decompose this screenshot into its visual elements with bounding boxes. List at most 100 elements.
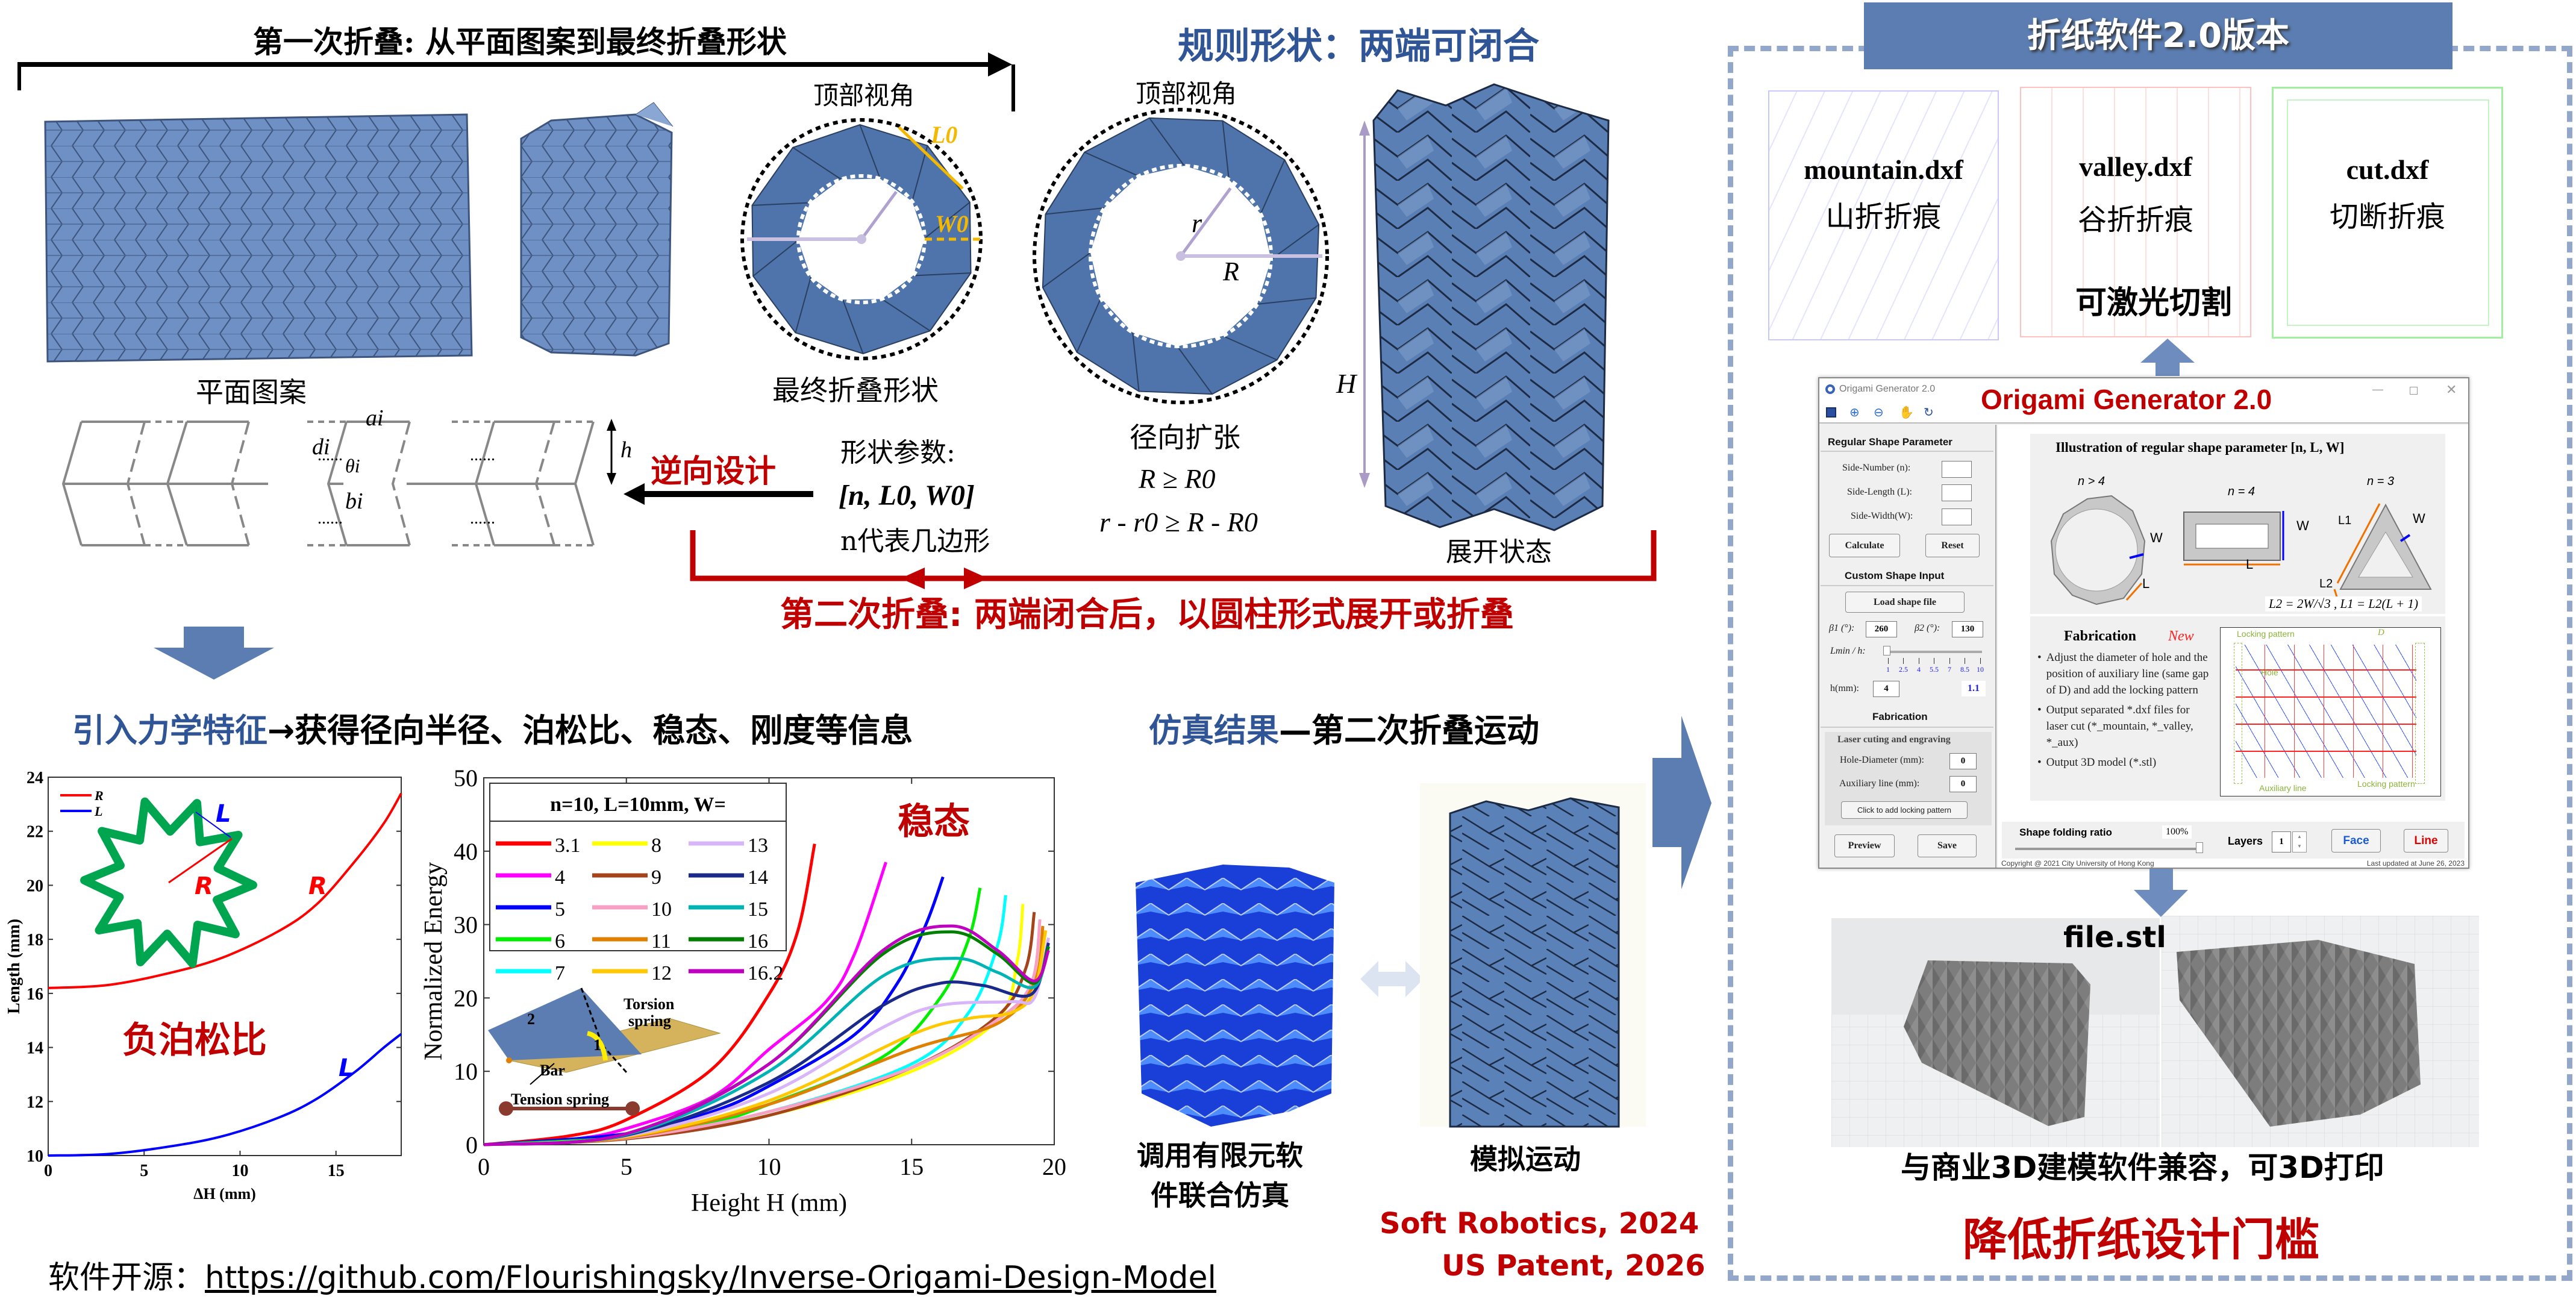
legend-label-w16: 16 [748, 930, 768, 953]
zoom-in-icon[interactable]: ⊕ [1849, 406, 1860, 419]
load-shape-button[interactable]: Load shape file [1845, 592, 1965, 613]
hole-diameter-input[interactable]: 0 [1949, 753, 1977, 769]
ring-crease [1076, 298, 1102, 353]
calculate-button[interactable]: Calculate [1829, 534, 1900, 557]
shape-params-title: 形状参数: [840, 437, 955, 468]
inequality-2: r - r0 ≥ R - R0 [1099, 507, 1258, 537]
layers-label: Layers [2228, 835, 2263, 847]
face-button[interactable]: Face [2331, 829, 2381, 853]
line-button[interactable]: Line [2404, 829, 2448, 853]
hole-label: Hole [2261, 668, 2278, 677]
slogan: 降低折纸设计门槛 [1963, 1214, 2319, 1266]
y-tick-label: 22 [27, 823, 43, 842]
ring-crease [752, 239, 799, 277]
fabrication-title: Fabrication [2064, 628, 2136, 644]
reset-button[interactable]: Reset [1925, 534, 1980, 557]
motion-simulation-image [1420, 783, 1646, 1128]
save-button[interactable]: Save [1918, 834, 1977, 857]
inset-label-spring: spring [628, 1012, 671, 1030]
series-line-w3.1 [483, 843, 816, 1147]
lmin-tick-label: 1 [1882, 658, 1894, 674]
l-label-2: L [2246, 557, 2254, 572]
n-eq3-label: n = 3 [2367, 475, 2395, 488]
save-icon[interactable] [1826, 407, 1836, 418]
compat-label: 与商业3D建模软件兼容，可3D打印 [1901, 1150, 2384, 1185]
legend-label-w10: 10 [651, 898, 672, 921]
copyright: Copyright @ 2021 City University of Hong… [2001, 859, 2154, 868]
dxf-cut-file: cut.dxf [2346, 154, 2429, 185]
mechanics-title: 引入力学特征→获得径向半径、泊松比、稳态、刚度等信息 [72, 704, 913, 751]
stl-render-2 [2162, 916, 2479, 1147]
open-source-row: 软件开源：https://github.com/Flourishingsky/I… [48, 1252, 1216, 1297]
label-L0: L0 [931, 121, 958, 148]
fabrication-header: Fabrication [1872, 711, 1928, 722]
ring-crease [1260, 159, 1286, 214]
L0-edge-highlight [898, 126, 964, 190]
layers-input[interactable]: 1 [2272, 831, 2291, 853]
y-tick-label: 20 [454, 984, 478, 1012]
legend-label-w14: 14 [748, 866, 768, 889]
pan-hand-icon[interactable]: ✋ [1899, 406, 1914, 419]
rotate-3d-icon[interactable]: ↻ [1924, 406, 1934, 419]
side-length-input[interactable] [1942, 484, 1972, 501]
hinge-model-inset [488, 987, 721, 1116]
ring-crease [924, 201, 971, 239]
hole-diameter-label: Hole-Diameter (mm): [1840, 755, 1924, 765]
w-label-3: W [2413, 511, 2425, 526]
x-tick-label: 0 [44, 1162, 52, 1180]
lmin-value: 1.1 [1962, 681, 1986, 696]
ring-crease [881, 298, 931, 331]
preview-button[interactable]: Preview [1834, 834, 1895, 857]
label-theta: θi [345, 455, 360, 477]
ring-crease [842, 299, 864, 354]
github-link[interactable]: https://github.com/Flourishingsky/Invers… [205, 1260, 1216, 1296]
legend-label-w16.2: 16.2 [748, 962, 784, 984]
ring-crease [1045, 207, 1105, 215]
y-tick-label: 18 [27, 931, 43, 950]
label-R0: R0 [822, 248, 849, 275]
folding-ratio-thumb[interactable] [2196, 842, 2203, 853]
L-arrow [195, 812, 231, 838]
folding-ratio-slider[interactable] [2015, 848, 2202, 850]
side-number-input[interactable] [1942, 461, 1972, 478]
bullet-item: •Output separated *.dxf files for laser … [2037, 704, 2193, 749]
formula: L2 = 2W/√3 , L1 = L2(L + 1) [2265, 596, 2422, 612]
dots-label: ...... [317, 509, 343, 528]
simulation-title: 仿真结果—第二次折叠运动 [1149, 704, 1539, 751]
auxiliary-line-input[interactable]: 0 [1949, 776, 1977, 792]
label-h: h [621, 437, 632, 463]
maximize-button[interactable] [2410, 387, 2418, 395]
close-button[interactable]: ✕ [2446, 382, 2457, 397]
legend-label-w6: 6 [555, 930, 565, 953]
dots-label: ...... [317, 446, 343, 465]
motion-label: 模拟运动 [1470, 1143, 1581, 1175]
zoom-out-icon[interactable]: ⊖ [1874, 406, 1884, 419]
minimize-button[interactable]: — [2372, 383, 2383, 395]
side-width-input[interactable] [1942, 508, 1972, 525]
lmin-slider-thumb[interactable] [1883, 646, 1890, 655]
stl-render-1 [1831, 918, 2160, 1147]
dots-label: ...... [470, 509, 495, 528]
beta2-input[interactable]: 130 [1952, 621, 1983, 637]
y-tick-label: 20 [27, 877, 43, 895]
lmin-slider[interactable] [1887, 651, 1982, 653]
legend-label-w3.1: 3.1 [555, 834, 581, 857]
inner-radius-arrow [860, 190, 898, 240]
l-label-1: L [2142, 576, 2150, 591]
dxf-mountain-file: mountain.dxf [1804, 154, 1963, 185]
beta1-input[interactable]: 260 [1866, 621, 1897, 637]
layers-spinner[interactable]: ▲▼ [2292, 831, 2307, 853]
final-shape-label: 最终折叠形状 [772, 374, 939, 407]
fem-label-line1: 调用有限元软 [1137, 1139, 1303, 1172]
side-number-label: Side-Number (n): [1842, 463, 1911, 473]
y-tick-label: 50 [454, 765, 478, 792]
h-input[interactable]: 4 [1873, 681, 1899, 697]
expanded-ring [1033, 108, 1329, 404]
bullet-item: •Output 3D model (*.stl) [2037, 756, 2157, 769]
y-tick-label: 40 [454, 838, 478, 865]
mechanics-title-black: →获得径向半径、泊松比、稳态、刚度等信息 [267, 712, 913, 749]
add-locking-pattern-button[interactable]: Click to add locking pattern [1841, 801, 1968, 819]
